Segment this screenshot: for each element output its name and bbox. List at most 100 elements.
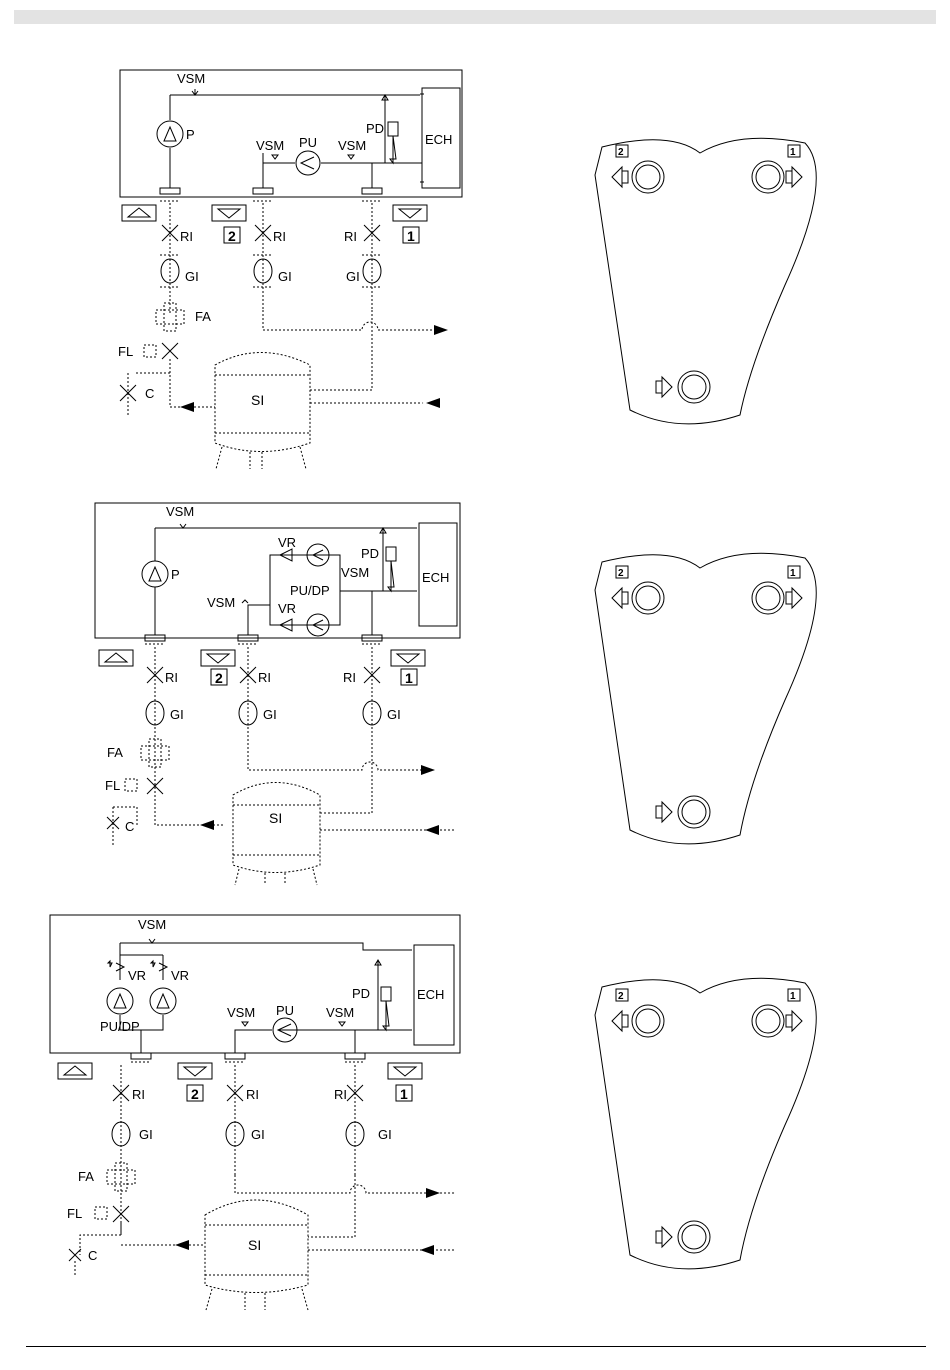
svg-text:GI: GI	[278, 269, 292, 284]
inlet-arrow-down-icon-2	[178, 1063, 212, 1079]
storage-tank-si	[205, 1200, 308, 1310]
unit-frame	[120, 70, 462, 197]
svg-text:RI: RI	[132, 1087, 145, 1102]
svg-text:1: 1	[407, 228, 415, 244]
connection-plate-1: 2 1	[590, 135, 830, 435]
pd-label: PD	[366, 121, 384, 136]
svg-text:2: 2	[618, 147, 624, 158]
flow-arrow-right-upper	[434, 325, 448, 335]
svg-text:2: 2	[191, 1086, 199, 1102]
svg-text:RI: RI	[343, 670, 356, 685]
svg-text:VSM: VSM	[326, 1005, 354, 1020]
svg-text:2: 2	[215, 670, 223, 686]
svg-text:SI: SI	[251, 392, 264, 408]
storage-tank-si	[233, 783, 320, 886]
inlet-arrow-down-icon-1	[388, 1063, 422, 1079]
pump-p-icon	[157, 121, 183, 147]
svg-text:VSM: VSM	[227, 1005, 255, 1020]
svg-text:RI: RI	[165, 670, 178, 685]
fitting-2-icon	[632, 161, 664, 193]
svg-text:1: 1	[400, 1086, 408, 1102]
arrow-left-icon	[612, 167, 628, 187]
pump-left-icon	[107, 988, 133, 1014]
svg-text:VSM: VSM	[138, 917, 166, 932]
svg-text:PD: PD	[361, 546, 379, 561]
svg-text:PU/DP: PU/DP	[290, 583, 330, 598]
footer-line	[26, 1346, 926, 1347]
svg-text:RI: RI	[180, 229, 193, 244]
inlet-arrow-down-icon-2	[201, 650, 235, 666]
svg-text:C: C	[145, 386, 154, 401]
scheme-3-twin-pumps-pudp: VSM VR VR PU/DP ECH PD PU VSM VSM 2 1 RI…	[40, 905, 470, 1320]
svg-text:2: 2	[228, 228, 236, 244]
svg-text:VR: VR	[278, 535, 296, 550]
arrow-right-icon	[786, 167, 802, 187]
svg-text:FL: FL	[118, 344, 133, 359]
svg-text:VR: VR	[128, 968, 146, 983]
svg-text:PU: PU	[276, 1003, 294, 1018]
svg-text:GI: GI	[251, 1127, 265, 1142]
svg-text:VSM: VSM	[166, 504, 194, 519]
arrow-in-icon	[656, 377, 672, 397]
svg-text:1: 1	[790, 147, 796, 158]
svg-text:GI: GI	[387, 707, 401, 722]
ech-label: ECH	[425, 132, 452, 147]
svg-text:GI: GI	[378, 1127, 392, 1142]
storage-tank-si	[215, 353, 310, 470]
svg-text:FA: FA	[195, 309, 211, 324]
check-valve-vr-left	[108, 961, 124, 979]
svg-text:PD: PD	[352, 986, 370, 1001]
svg-text:2: 2	[618, 568, 624, 579]
scheme-2-twin-pumps-pu: VSM P ECH PD VSM PU/DP VR VR VSM 2 1 RI …	[85, 495, 470, 890]
pump-label: P	[186, 127, 195, 142]
svg-text:RI: RI	[258, 670, 271, 685]
fitting-1-icon	[752, 161, 784, 193]
svg-text:GI: GI	[139, 1127, 153, 1142]
vsm-label: VSM	[177, 71, 205, 86]
flow-arrow-left	[180, 402, 194, 412]
svg-text:VSM: VSM	[341, 565, 369, 580]
svg-text:P: P	[171, 567, 180, 582]
svg-text:1: 1	[405, 670, 413, 686]
header-bar	[14, 10, 936, 24]
svg-text:1: 1	[790, 991, 796, 1002]
svg-text:RI: RI	[273, 229, 286, 244]
vsm-top-valve	[192, 89, 198, 95]
svg-text:GI: GI	[185, 269, 199, 284]
svg-text:VSM: VSM	[338, 138, 366, 153]
pu-label: PU	[299, 135, 317, 150]
svg-text:ECH: ECH	[417, 987, 444, 1002]
svg-text:FA: FA	[107, 745, 123, 760]
svg-text:FA: FA	[78, 1169, 94, 1184]
outlet-arrow-up-icon	[122, 205, 156, 221]
pump-pu-icon	[296, 151, 320, 175]
svg-text:VR: VR	[171, 968, 189, 983]
connection-plate-3: 2 1	[590, 975, 830, 1280]
connection-plate-2: 2 1	[590, 550, 830, 855]
svg-text:SI: SI	[248, 1237, 261, 1253]
svg-text:RI: RI	[246, 1087, 259, 1102]
pd-sensor	[388, 122, 398, 136]
svg-text:C: C	[88, 1248, 97, 1263]
scheme-1-single-pump: VSM P ECH PD PU VSM VSM 2 1 RI RI RI	[100, 55, 480, 475]
inlet-arrow-down-icon-1	[391, 650, 425, 666]
svg-text:GI: GI	[346, 269, 360, 284]
svg-text:VSM: VSM	[256, 138, 284, 153]
outlet-arrow-up-icon	[58, 1063, 92, 1079]
svg-text:GI: GI	[263, 707, 277, 722]
inlet-arrow-down-icon-2	[212, 205, 246, 221]
svg-text:FL: FL	[67, 1206, 82, 1221]
inlet-arrow-down-icon-1	[393, 205, 427, 221]
unit-frame	[95, 503, 460, 638]
svg-text:GI: GI	[170, 707, 184, 722]
svg-text:FL: FL	[105, 778, 120, 793]
outlet-arrow-up-icon	[99, 650, 133, 666]
fitting-3-icon	[678, 371, 710, 403]
svg-text:C: C	[125, 819, 134, 834]
svg-text:VSM: VSM	[207, 595, 235, 610]
svg-text:PU/DP: PU/DP	[100, 1019, 140, 1034]
svg-text:ECH: ECH	[422, 570, 449, 585]
svg-text:SI: SI	[269, 810, 282, 826]
svg-text:RI: RI	[344, 229, 357, 244]
svg-text:2: 2	[618, 991, 624, 1002]
